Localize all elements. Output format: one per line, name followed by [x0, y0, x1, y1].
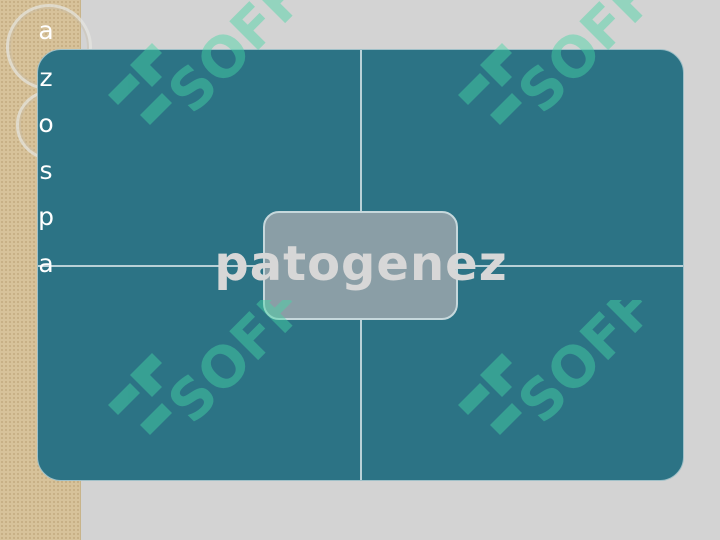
- vertical-letter: o: [38, 109, 54, 138]
- vertical-letter: p: [38, 202, 54, 231]
- vertical-letter: a: [38, 248, 54, 278]
- vertical-letter: s: [39, 155, 53, 185]
- center-title: patogenez: [214, 236, 508, 292]
- vertical-word: a z o s p a: [34, 8, 58, 287]
- center-box: [263, 211, 458, 320]
- vertical-letter: z: [39, 62, 53, 92]
- vertical-letter: a: [38, 16, 54, 45]
